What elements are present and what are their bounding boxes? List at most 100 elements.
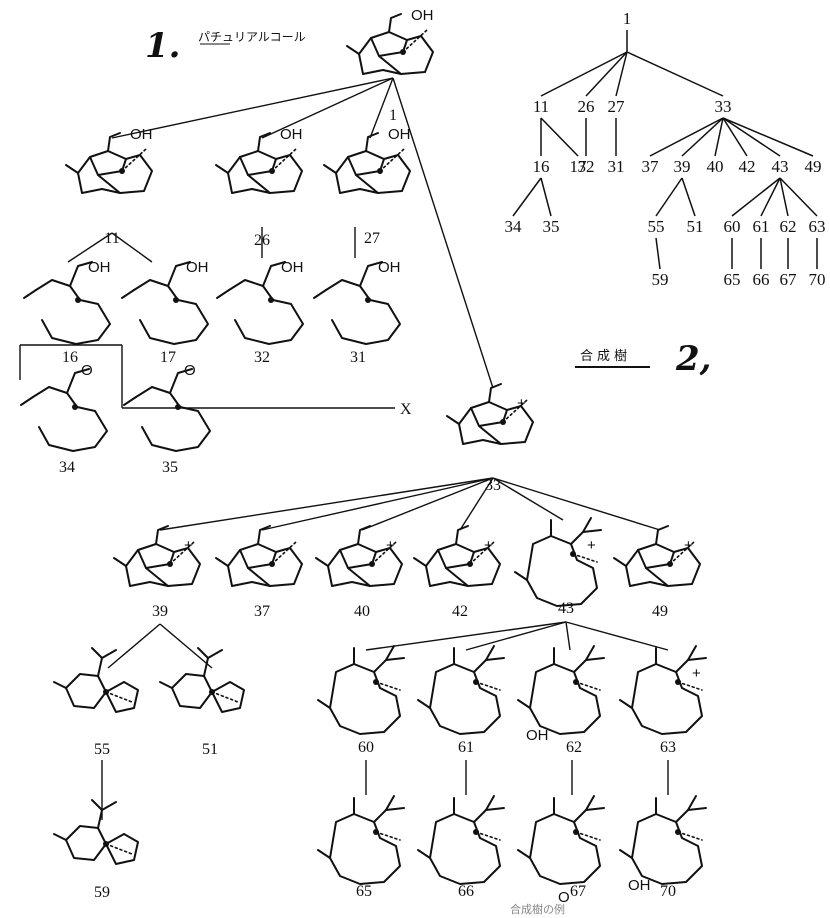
tree-edge-39-55 xyxy=(655,177,683,217)
tree-node-62: 62 xyxy=(780,217,797,236)
molecule-26: OH xyxy=(215,126,303,194)
tree-edge-33-49 xyxy=(722,117,814,157)
substituent-67: O xyxy=(558,889,570,906)
tree-node-34: 34 xyxy=(505,217,523,236)
compound-label-66: 66 xyxy=(458,883,474,900)
figure-2-caption: 合成樹 2, xyxy=(575,339,712,379)
tree-node-39: 39 xyxy=(674,157,691,176)
compound-label-59: 59 xyxy=(94,884,110,901)
molecule-1: OH xyxy=(346,7,434,75)
tree-node-37: 37 xyxy=(642,157,660,176)
compound-label-16: 16 xyxy=(62,349,78,366)
tree-node-31: 31 xyxy=(608,157,625,176)
compound-label-49: 49 xyxy=(652,603,668,620)
substituent-16: OH xyxy=(88,259,111,276)
molecule-31: OH xyxy=(313,259,401,345)
tree-node-70: 70 xyxy=(809,270,826,289)
molecule-61 xyxy=(417,645,505,735)
tree-node-65: 65 xyxy=(724,270,741,289)
tree-edge-33-42 xyxy=(722,117,748,157)
figure-1-title: 1. パチュリアルコール xyxy=(145,26,306,66)
tree-node-60: 60 xyxy=(724,217,741,236)
molecule-42: + xyxy=(413,525,501,587)
compound-label-34: 34 xyxy=(59,459,75,476)
edge-43-60 xyxy=(365,621,567,651)
edge-1-11 xyxy=(111,77,394,139)
substituent-17: OH xyxy=(186,259,209,276)
compound-label-70: 70 xyxy=(660,883,676,900)
tree-node-61: 61 xyxy=(753,217,770,236)
tree-node-49: 49 xyxy=(805,157,822,176)
molecule-63: + xyxy=(619,645,707,735)
molecule-structures: OH1OH11OH26OH27OH16OH17OH32OH31O34O35+33… xyxy=(20,7,707,906)
molecule-16: OH xyxy=(23,259,111,345)
tree-edge-16-34 xyxy=(512,177,542,217)
substituent-40: + xyxy=(386,537,395,554)
edge-43-61 xyxy=(465,621,567,651)
compound-label-67: 67 xyxy=(570,883,586,900)
compound-label-39: 39 xyxy=(152,603,168,620)
figure-2-number: 2, xyxy=(675,339,712,379)
edge-33-40 xyxy=(361,477,494,531)
compound-label-40: 40 xyxy=(354,603,370,620)
molecule-11: OH xyxy=(65,126,153,194)
substituent-35: O xyxy=(184,362,196,379)
tree-edge-33-39 xyxy=(681,117,724,157)
compound-label-62: 62 xyxy=(566,739,582,756)
edge-1-26 xyxy=(261,77,394,139)
tree-edge-43-62 xyxy=(779,177,789,217)
tree-node-27: 27 xyxy=(608,97,626,116)
molecule-40: + xyxy=(315,525,403,587)
tree-edge-1-26 xyxy=(585,51,628,97)
compound-label-33: 33 xyxy=(485,477,501,494)
molecule-33: + xyxy=(446,383,534,445)
edge-33-43 xyxy=(492,477,564,521)
molecule-70: OH xyxy=(619,795,707,894)
tree-node-59: 59 xyxy=(652,270,669,289)
tree-node-43: 43 xyxy=(772,157,789,176)
compound-label-32: 32 xyxy=(254,349,270,366)
footer-caption: 合成樹の例 xyxy=(510,902,565,916)
molecule-55 xyxy=(53,647,139,713)
edge-43-62 xyxy=(565,621,571,651)
tree-node-17: 17 xyxy=(570,157,588,176)
substituent-32: OH xyxy=(281,259,304,276)
molecule-37 xyxy=(215,525,303,587)
molecule-35: O xyxy=(123,362,211,452)
tree-node-16: 16 xyxy=(533,157,550,176)
molecule-59 xyxy=(53,799,139,865)
compound-label-27: 27 xyxy=(364,230,380,247)
tree-edge-16-35 xyxy=(540,177,552,217)
substituent-43: + xyxy=(587,537,596,554)
tree-node-51: 51 xyxy=(687,217,704,236)
molecule-65 xyxy=(317,795,405,885)
compound-label-65: 65 xyxy=(356,883,372,900)
compound-label-37: 37 xyxy=(254,603,270,620)
molecule-60 xyxy=(317,645,405,735)
compound-label-51: 51 xyxy=(202,741,218,758)
molecule-17: OH xyxy=(121,259,209,345)
tree-edge-33-43 xyxy=(722,117,781,157)
tree-node-67: 67 xyxy=(780,270,798,289)
substituent-49: + xyxy=(684,537,693,554)
compound-label-60: 60 xyxy=(358,739,374,756)
molecule-32: OH xyxy=(216,259,304,345)
tree-node-35: 35 xyxy=(543,217,560,236)
tree-edge-1-11 xyxy=(540,51,628,97)
tree-node-40: 40 xyxy=(707,157,724,176)
tree-edge-1-33 xyxy=(626,51,724,97)
tree-edge-33-40 xyxy=(714,117,724,157)
tree-node-32: 32 xyxy=(578,157,595,176)
edge-33-39 xyxy=(159,477,494,531)
edge-1-27 xyxy=(369,77,394,139)
synthesis-tree-caption: 合成樹 xyxy=(580,349,631,364)
tree-edge-43-61 xyxy=(760,177,781,217)
edge-33-37 xyxy=(261,477,494,531)
compound-label-42: 42 xyxy=(452,603,468,620)
compound-name: パチュリアルコール xyxy=(198,30,306,44)
edge-1-33 xyxy=(392,77,494,389)
tree-edges xyxy=(19,77,669,820)
tree-node-55: 55 xyxy=(648,217,665,236)
